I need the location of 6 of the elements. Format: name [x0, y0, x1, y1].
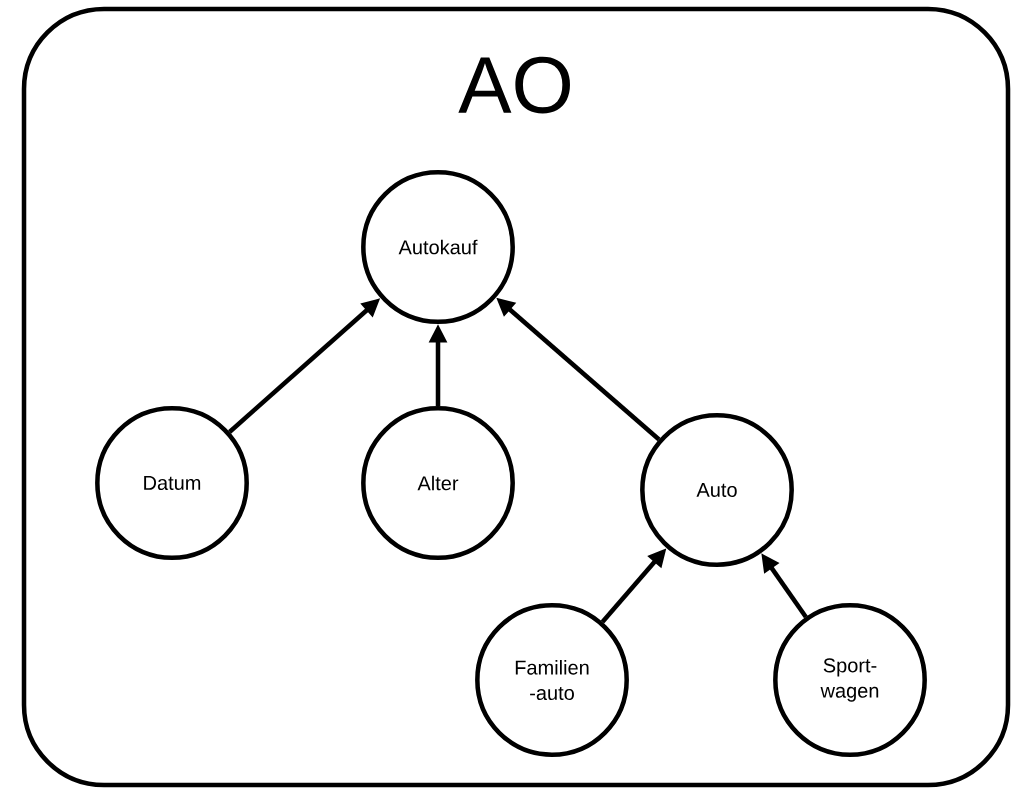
circle-node: Familien -auto [475, 603, 629, 757]
circle-node: Autokauf [361, 170, 515, 324]
circle-node: Auto [640, 413, 794, 567]
circle-node: Datum [95, 406, 249, 560]
circle-node: Alter [361, 406, 515, 560]
circle-node: Sport- wagen [773, 603, 927, 757]
